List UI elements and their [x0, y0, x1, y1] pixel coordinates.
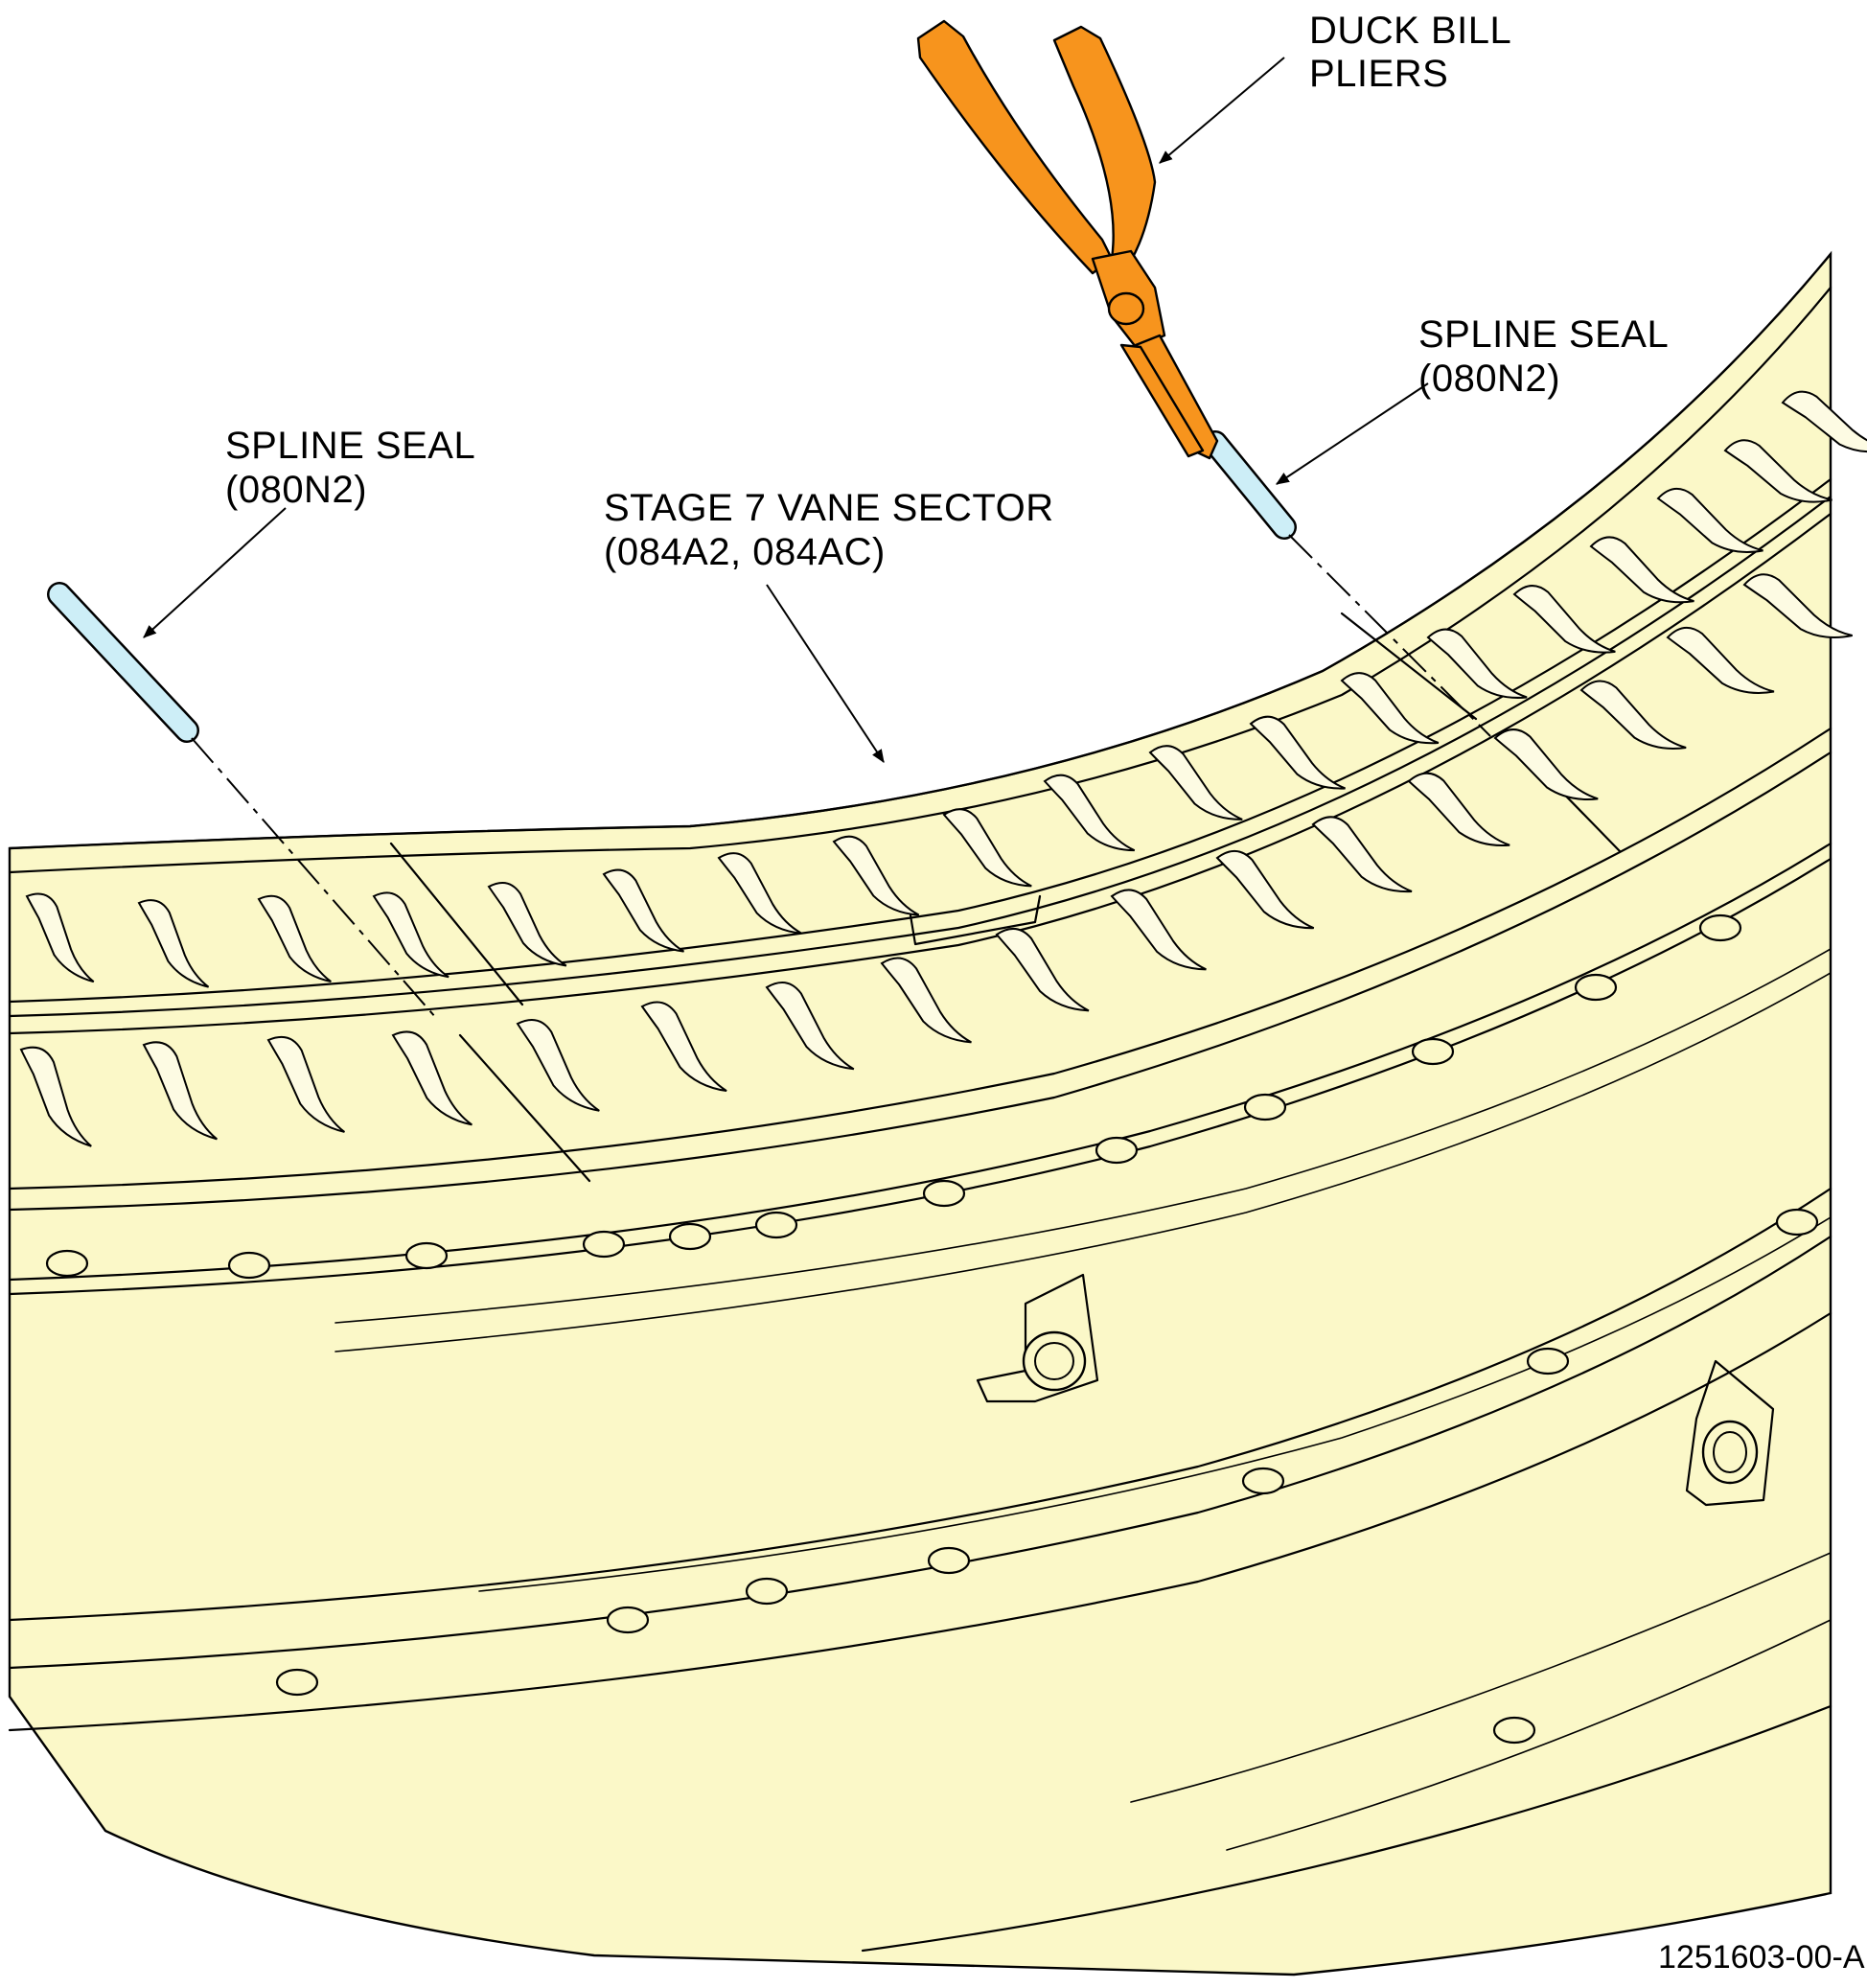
callout-stage-7-vane-sector: STAGE 7 VANE SECTOR (084A2, 084AC) — [604, 487, 1065, 573]
vane-airfoil — [1249, 715, 1346, 790]
bolt-hole — [1492, 1716, 1536, 1745]
stator-vanes — [19, 390, 1867, 1147]
bolt-hole — [45, 1249, 89, 1278]
vane-airfoil — [1426, 628, 1528, 699]
callout-spline-seal-right: SPLINE SEAL (080N2) — [1418, 313, 1678, 400]
vane-airfoil — [1340, 672, 1440, 745]
vane-airfoil — [717, 852, 802, 935]
duck-bill-pliers — [916, 19, 1219, 460]
bolt-hole — [582, 1230, 626, 1259]
vane-airfoil — [1407, 772, 1510, 847]
vane-airfoil — [257, 894, 332, 983]
callout-duck-bill-pliers: DUCK BILL PLIERS — [1309, 10, 1521, 95]
vane-airfoil — [1589, 536, 1694, 604]
vane-airfoil — [640, 1001, 727, 1093]
vane-airfoil — [1512, 585, 1616, 654]
callout-line-2: (080N2) — [1418, 358, 1560, 400]
callout-line-2: (080N2) — [225, 469, 367, 511]
vane-airfoil — [372, 891, 449, 979]
vane-airfoil — [995, 928, 1090, 1012]
bolt-hole — [927, 1546, 971, 1575]
spline-seal-right — [1203, 430, 1491, 737]
vane-airfoil — [880, 957, 972, 1044]
bolt-hole — [1698, 913, 1742, 942]
bolt-hole — [668, 1222, 712, 1251]
callout-line-1: DUCK BILL — [1309, 10, 1510, 52]
vane-airfoil — [1110, 889, 1207, 971]
callout-line-2: (084A2, 084AC) — [604, 531, 886, 573]
bolt-hole — [1775, 1208, 1819, 1237]
bolt-hole — [754, 1211, 798, 1239]
vane-airfoil — [832, 835, 920, 916]
vane-airfoil — [1723, 439, 1832, 503]
bolt-hole — [227, 1251, 271, 1280]
vane-airfoil — [1666, 626, 1775, 694]
bolt-hole — [1526, 1347, 1570, 1375]
vane-airfoil — [19, 1046, 92, 1147]
vane-airfoil — [137, 899, 210, 988]
vane-airfoil — [1043, 774, 1136, 852]
vane-airfoil — [25, 892, 95, 983]
vane-airfoil — [765, 982, 855, 1071]
vane-airfoil — [1148, 745, 1243, 821]
vane-airfoil — [1742, 573, 1853, 638]
bolt-hole — [275, 1668, 319, 1697]
mounting-boss-right — [1685, 1359, 1775, 1507]
leader-lines — [143, 57, 1429, 763]
vane-airfoil — [1311, 816, 1413, 893]
bolt-hole — [1411, 1037, 1455, 1066]
bolt-hole — [1243, 1093, 1287, 1121]
vane-airfoil — [142, 1041, 218, 1141]
vane-airfoil — [1781, 390, 1867, 453]
bolt-hole — [1241, 1467, 1285, 1495]
vane-airfoil — [1215, 849, 1315, 930]
vane-airfoil — [602, 868, 684, 953]
callout-line-1: SPLINE SEAL — [1418, 313, 1668, 356]
callout-line-1: STAGE 7 VANE SECTOR — [604, 487, 1054, 529]
bolt-hole — [606, 1606, 650, 1634]
vane-airfoil — [1493, 728, 1599, 800]
bolt-hole — [404, 1241, 449, 1270]
callout-line-1: SPLINE SEAL — [225, 425, 474, 467]
bolt-hole — [1095, 1136, 1139, 1165]
mounting-boss-left — [976, 1273, 1099, 1403]
bolt-hole — [745, 1577, 789, 1606]
vane-airfoil — [1579, 680, 1687, 750]
figure-id: 1251603-00-A — [1658, 1939, 1865, 1976]
vane-airfoil — [487, 881, 567, 967]
vane-airfoil — [1656, 487, 1763, 553]
bolt-hole — [922, 1179, 966, 1208]
callout-line-2: PLIERS — [1309, 53, 1448, 95]
vane-airfoil — [266, 1035, 345, 1133]
vane-airfoil — [942, 808, 1032, 888]
flange-bolt-holes — [45, 913, 1819, 1745]
callout-spline-seal-left: SPLINE SEAL (080N2) — [225, 425, 485, 511]
bolt-hole — [1574, 973, 1618, 1002]
vane-airfoil — [516, 1018, 600, 1112]
vane-airfoil — [391, 1030, 473, 1126]
spline-seal-left — [47, 582, 437, 1019]
